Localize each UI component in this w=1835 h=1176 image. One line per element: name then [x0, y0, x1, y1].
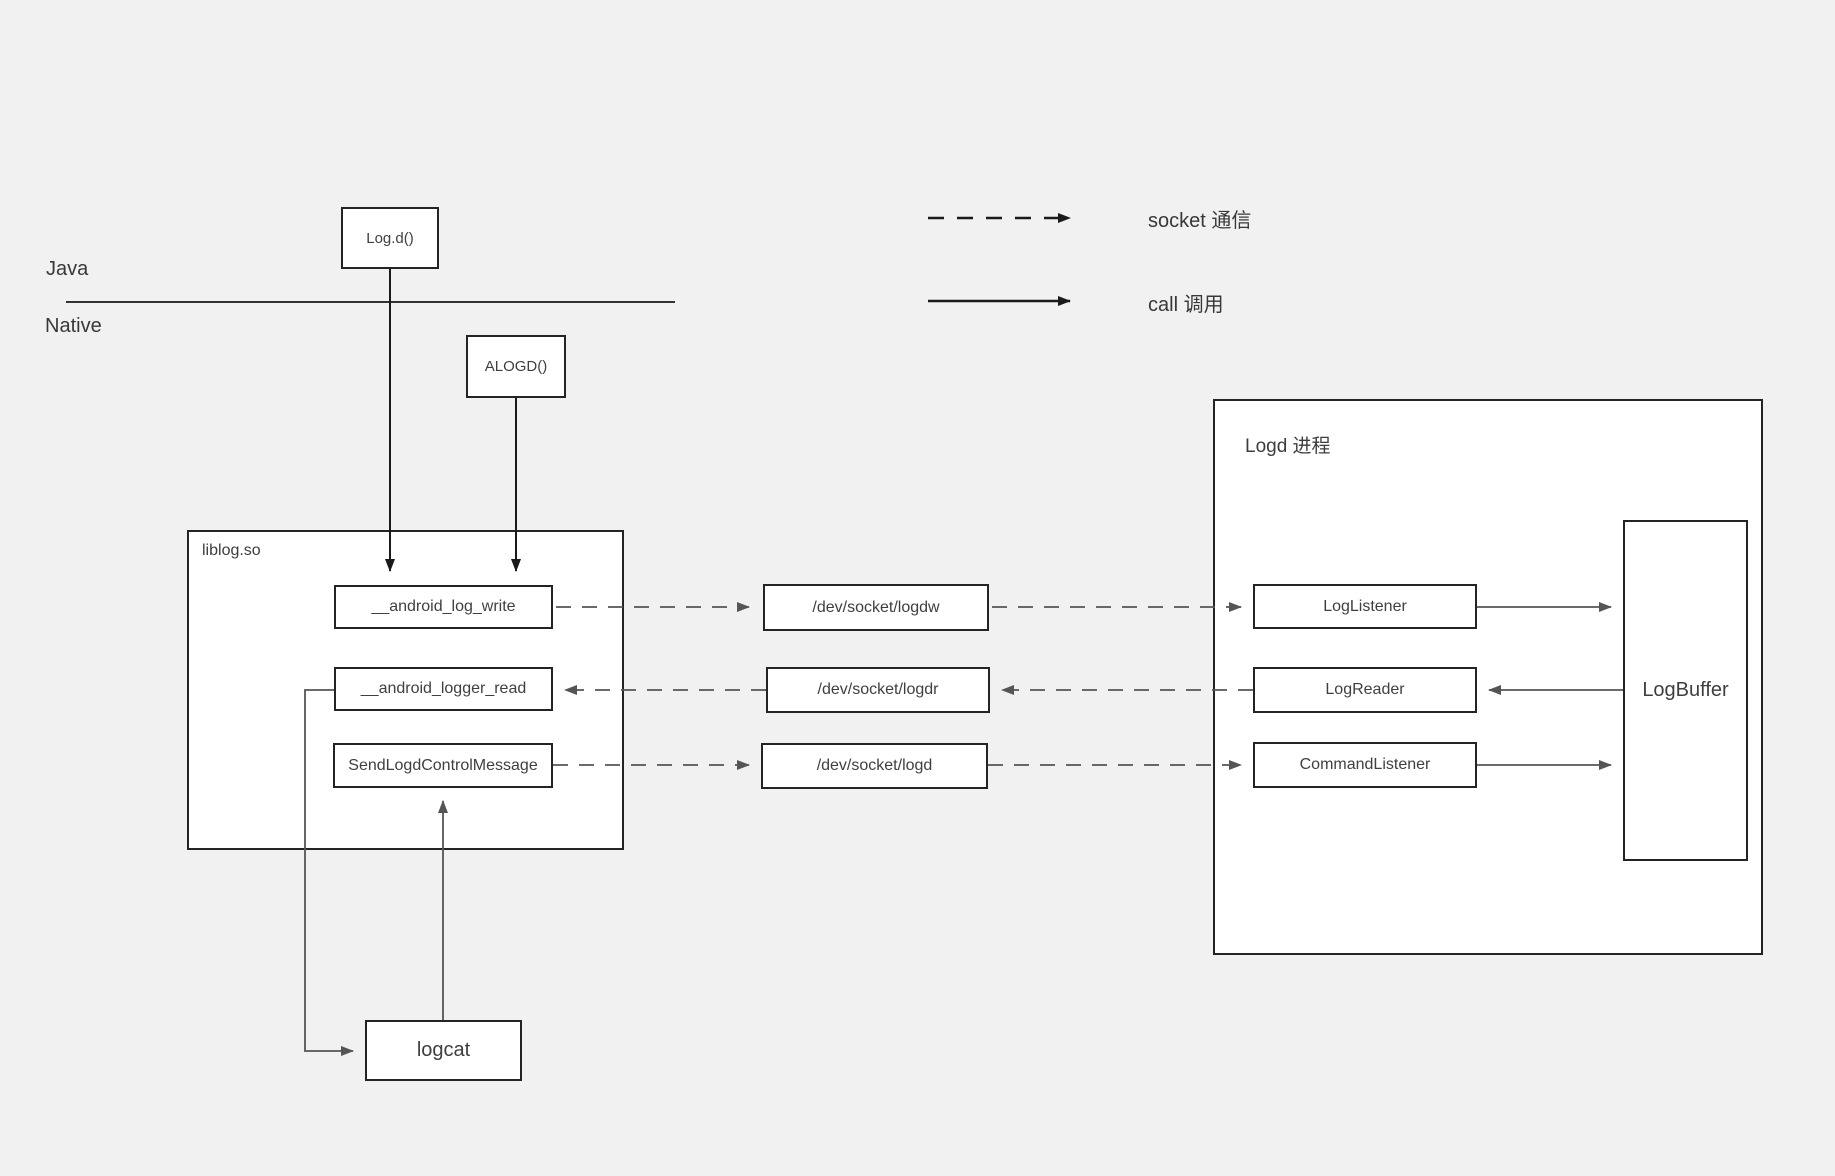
dev-socket-logdw-node: /dev/socket/logdw [763, 584, 989, 631]
android-log-write-node: __android_log_write [334, 585, 553, 629]
log-listener-node: LogListener [1253, 584, 1477, 629]
dev-socket-logd-node: /dev/socket/logd [761, 743, 988, 789]
command-listener-node: CommandListener [1253, 742, 1477, 788]
android-logger-read-node: __android_logger_read [334, 667, 553, 711]
liblog-container-label: liblog.so [202, 542, 261, 559]
legend-call-label: call 调用 [1148, 294, 1224, 316]
logcat-node: logcat [365, 1020, 522, 1081]
edge-read-to-logcat [304, 689, 354, 1056]
legend-socket-label: socket 通信 [1148, 210, 1252, 232]
log-d-node: Log.d() [341, 207, 439, 269]
log-reader-node: LogReader [1253, 667, 1477, 713]
send-logd-control-message-node: SendLogdControlMessage [333, 743, 553, 788]
native-layer-label: Native [45, 315, 102, 337]
dev-socket-logdr-node: /dev/socket/logdr [766, 667, 990, 713]
logd-process-container-label: Logd 进程 [1245, 436, 1331, 457]
log-buffer-node: LogBuffer [1623, 520, 1748, 861]
alogd-node: ALOGD() [466, 335, 566, 398]
java-layer-label: Java [46, 258, 89, 280]
